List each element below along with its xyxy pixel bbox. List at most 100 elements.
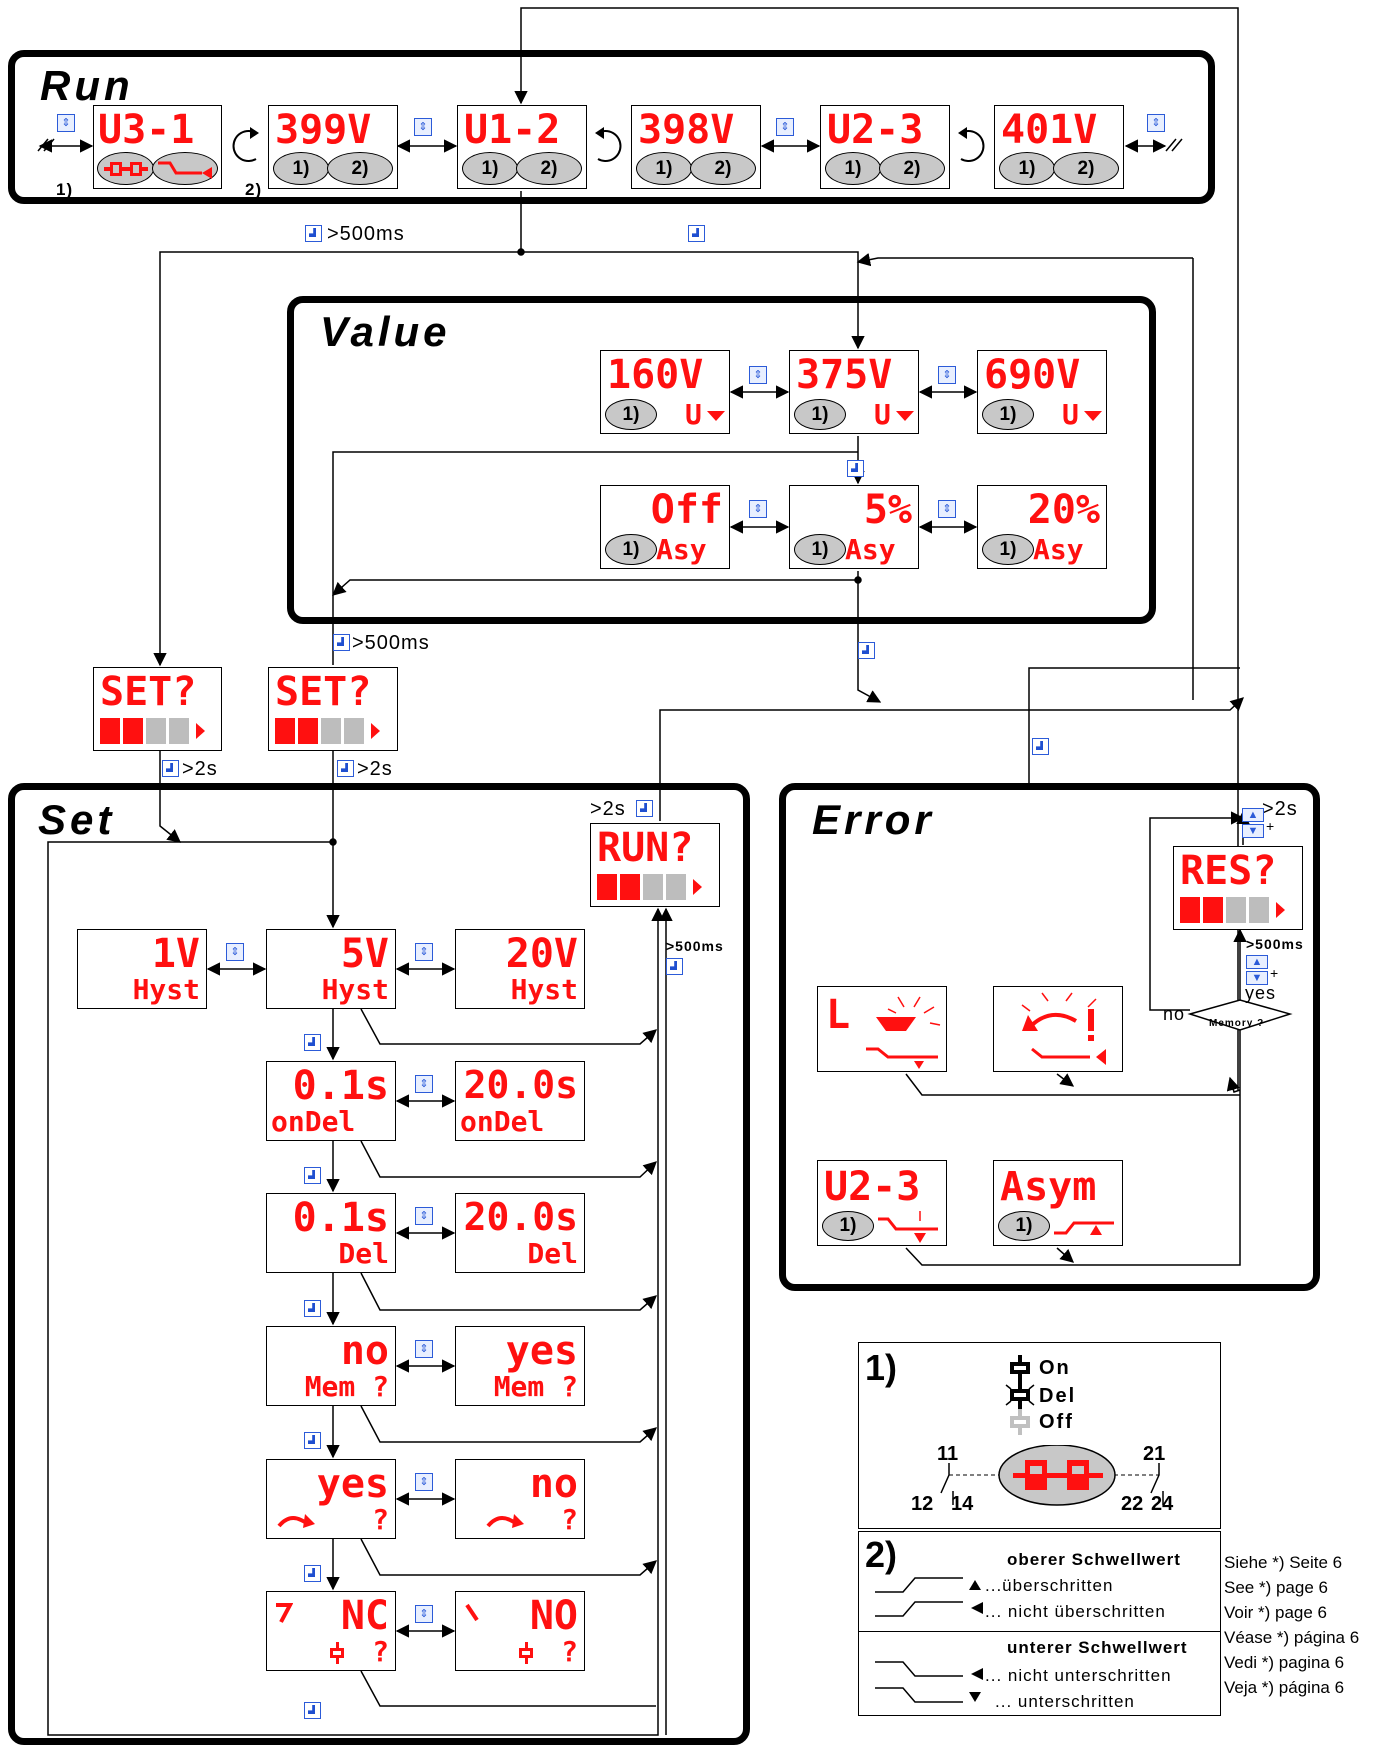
enter-button-icon[interactable] <box>304 1300 321 1317</box>
rotation-yes[interactable]: yes ? <box>266 1459 396 1539</box>
value-screen-off[interactable]: Off 1) Asy <box>600 485 730 569</box>
timing-500ms-error: >500ms <box>1246 936 1304 952</box>
legend-del: Del <box>1039 1385 1077 1407</box>
up-down-button-icon[interactable]: ⇕ <box>749 500 767 518</box>
lcd-bottom: Hyst <box>321 973 389 1006</box>
enter-button-icon[interactable] <box>304 1034 321 1051</box>
hyst-20v[interactable]: 20V Hyst <box>455 929 585 1009</box>
value-screen-20pct[interactable]: 20% 1) Asy <box>977 485 1107 569</box>
up-down-button-icon[interactable]: ⇕ <box>415 1340 433 1358</box>
rotation-no[interactable]: no ? <box>455 1459 585 1539</box>
del-01s[interactable]: 0.1s Del <box>266 1193 396 1273</box>
break-mark-icon <box>37 138 55 152</box>
error-screen-u23[interactable]: U2-3 1) <box>817 1160 947 1246</box>
mem-no[interactable]: no Mem ? <box>266 1326 396 1406</box>
enter-button-icon[interactable] <box>304 1702 321 1719</box>
up-down-button-icon[interactable]: ⇕ <box>414 118 432 136</box>
enter-button-icon[interactable] <box>636 800 653 817</box>
error-screen-asym[interactable]: Asym 1) <box>993 1160 1123 1246</box>
run-prompt[interactable]: RUN? <box>590 823 720 907</box>
up-button-icon[interactable]: ▲ <box>1246 955 1268 969</box>
up-down-button-icon[interactable]: ⇕ <box>415 1207 433 1225</box>
value-screen-690v[interactable]: 690V 1) U <box>977 350 1107 434</box>
enter-button-icon[interactable] <box>304 1432 321 1449</box>
up-down-button-icon[interactable]: ⇕ <box>415 1075 433 1093</box>
lcd-bottom: Del <box>527 1237 578 1270</box>
error-screen-l[interactable]: L <box>817 986 947 1072</box>
value-screen-375v[interactable]: 375V 1) U <box>789 350 919 434</box>
run-screen-401v[interactable]: 401V 1) 2) <box>994 105 1124 189</box>
enter-button-icon[interactable] <box>304 1565 321 1582</box>
overlay-1: 1) <box>822 1211 874 1241</box>
del-200s[interactable]: 20.0s Del <box>455 1193 585 1273</box>
up-down-button-icon[interactable]: ⇕ <box>415 943 433 961</box>
value-screen-160v[interactable]: 160V 1) U <box>600 350 730 434</box>
contact-nc[interactable]: NC ? <box>266 1591 396 1671</box>
up-down-button-icon[interactable]: ⇕ <box>938 500 956 518</box>
connector-line <box>1226 1076 1241 1093</box>
up-down-button-icon[interactable]: ⇕ <box>226 943 244 961</box>
upper-not-exceeded: ... nicht überschritten <box>985 1602 1166 1621</box>
mem-yes[interactable]: yes Mem ? <box>455 1326 585 1406</box>
see-es: Véase *) página 6 <box>1224 1628 1360 1647</box>
lower-not-underrun-icon <box>875 1661 983 1680</box>
down-button-icon[interactable]: ▼ <box>1246 971 1268 985</box>
set-prompt-left[interactable]: SET? <box>93 667 222 751</box>
error-screen-phase-order[interactable] <box>993 986 1123 1072</box>
enter-button-icon[interactable] <box>688 225 705 242</box>
ondel-200s[interactable]: 20.0s onDel <box>455 1061 585 1141</box>
lcd-top: L <box>826 992 851 1038</box>
ondel-01s[interactable]: 0.1s onDel <box>266 1061 396 1141</box>
down-button-icon[interactable]: ▼ <box>1242 824 1264 838</box>
connector-line <box>360 1140 657 1178</box>
hyst-5v[interactable]: 5V Hyst <box>266 929 396 1009</box>
enter-button-icon[interactable] <box>847 460 864 477</box>
lower-not-underrun: ... nicht unterschritten <box>985 1666 1172 1685</box>
up-down-button-icon[interactable]: ⇕ <box>415 1473 433 1491</box>
up-down-button-icon[interactable]: ⇕ <box>57 114 75 132</box>
connector-line <box>331 579 858 596</box>
relay-overlay-1 <box>97 152 154 185</box>
lcd-top: U2-3 <box>827 107 924 153</box>
enter-button-icon[interactable] <box>304 1167 321 1184</box>
legend-threshold: 2) oberer Schwellwert ...überschritten .… <box>858 1531 1221 1716</box>
value-frame <box>287 296 1156 624</box>
up-button-icon[interactable]: ▲ <box>1242 808 1264 822</box>
terminal-24: 24 <box>1151 1493 1174 1515</box>
run-screen-u31[interactable]: U3-1 <box>93 105 222 189</box>
value-screen-5pct[interactable]: 5% 1) Asy <box>789 485 919 569</box>
lcd-top: U2-3 <box>824 1164 921 1210</box>
connector-line <box>47 841 665 1736</box>
run-screen-u23[interactable]: U2-3 1) 2) <box>820 105 950 189</box>
enter-button-icon[interactable] <box>162 760 179 777</box>
timing-2s-b: >2s <box>357 758 393 780</box>
run-screen-399v[interactable]: 399V 1) 2) <box>268 105 398 189</box>
run-screen-u12[interactable]: U1-2 1) 2) <box>457 105 587 189</box>
terminal-14: 14 <box>951 1493 974 1515</box>
enter-button-icon[interactable] <box>1032 738 1049 755</box>
nc-contact-icon <box>276 1603 293 1623</box>
hyst-1v[interactable]: 1V Hyst <box>77 929 207 1009</box>
enter-button-icon[interactable] <box>858 642 875 659</box>
enter-button-icon[interactable] <box>337 760 354 777</box>
up-down-button-icon[interactable]: ⇕ <box>938 366 956 384</box>
set-prompt-right[interactable]: SET? <box>268 667 398 751</box>
up-down-button-icon[interactable]: ⇕ <box>749 366 767 384</box>
timing-2s-a: >2s <box>182 758 218 780</box>
enter-button-icon[interactable] <box>305 225 322 242</box>
progress-bars <box>100 718 205 744</box>
contact-no[interactable]: NO ? <box>455 1591 585 1671</box>
enter-button-icon[interactable] <box>333 634 350 651</box>
lower-underrun-icon <box>875 1687 981 1703</box>
up-down-button-icon[interactable]: ⇕ <box>415 1605 433 1623</box>
lcd-top: 401V <box>1001 107 1098 153</box>
run-screen-398v[interactable]: 398V 1) 2) <box>631 105 761 189</box>
lcd-bottom: ? <box>561 1635 578 1668</box>
lcd-top: 399V <box>275 107 372 153</box>
up-down-button-icon[interactable]: ⇕ <box>776 118 794 136</box>
lcd-top: no <box>529 1461 578 1507</box>
enter-button-icon[interactable] <box>666 958 683 975</box>
up-down-button-icon[interactable]: ⇕ <box>1147 114 1165 132</box>
reset-prompt[interactable]: RES? <box>1173 846 1303 930</box>
